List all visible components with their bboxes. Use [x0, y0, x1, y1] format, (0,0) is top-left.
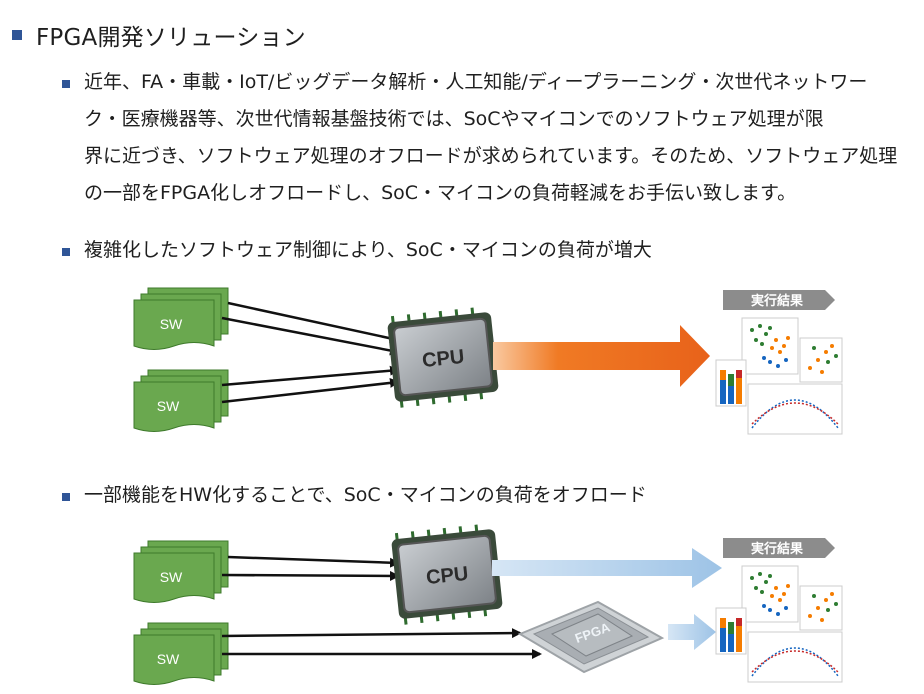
cpu-label-bottom: CPU — [425, 563, 469, 589]
problem-text: 複雑化したソフトウェア制御により、SoC・マイコンの負荷が増大 — [84, 239, 652, 261]
arrow-sw2b-to-cpu — [221, 377, 400, 404]
intro-line-3: 界に近づき、ソフトウェア処理のオフロードが求められています。そのため、ソフトウェ… — [84, 145, 898, 167]
intro-line-4: の一部をFPGA化しオフロードし、SoC・マイコンの負荷軽減をお手伝い致します。 — [84, 182, 797, 204]
output-arrow-orange — [493, 325, 710, 387]
bullet-marker-level1 — [12, 30, 22, 40]
bullet-marker-problem — [62, 248, 70, 256]
bullet-marker-intro — [62, 80, 70, 88]
intro-paragraph: 近年、FA・車載・IoT/ビッグデータ解析・人工知能/ディープラーニング・次世代… — [0, 64, 924, 214]
arrow-sw2a-to-cpu — [221, 365, 400, 387]
result-tab-top: 実行結果 — [723, 290, 835, 310]
result-label-top: 実行結果 — [751, 293, 803, 308]
sw-label-bottom-1: SW — [160, 569, 183, 585]
arrow-sw2a-to-fpga — [221, 628, 522, 639]
sw-label-bottom-2: SW — [157, 651, 180, 667]
intro-line-2: ク・医療機器等、次世代情報基盤技術では、SoCやマイコンでのソフトウェア処理が限 — [84, 108, 824, 130]
arrow-sw1b-to-cpu-bottom — [221, 570, 400, 581]
sw-doc-stack-bottom-2: SW — [133, 622, 229, 685]
cpu-chip-top: CPU — [387, 307, 499, 408]
fpga-chip: FPGA — [517, 600, 665, 674]
sw-doc-stack-top-2: SW — [133, 369, 229, 432]
solution-text: 一部機能をHW化することで、SoC・マイコンの負荷をオフロード — [84, 484, 647, 506]
arrow-sw1b-to-cpu — [221, 316, 400, 356]
result-charts-top — [715, 317, 843, 435]
sw-doc-stack-bottom-1: SW — [133, 540, 229, 603]
result-tab-bottom: 実行結果 — [723, 538, 835, 558]
intro-line-1: 近年、FA・車載・IoT/ビッグデータ解析・人工知能/ディープラーニング・次世代… — [84, 71, 868, 93]
result-charts-bottom — [715, 565, 843, 683]
sw-label-top-1: SW — [160, 316, 183, 332]
sw-doc-stack-top-1: SW — [133, 287, 229, 350]
bullet-marker-solution — [62, 493, 70, 501]
output-arrow-cpu-blue — [492, 548, 722, 588]
output-arrow-fpga-blue — [668, 614, 716, 650]
heading-fpga-solution: FPGA開発ソリューション — [36, 25, 306, 51]
result-label-bottom: 実行結果 — [751, 541, 803, 556]
cpu-label-top: CPU — [421, 346, 465, 372]
arrow-sw1a-to-cpu — [227, 301, 400, 344]
arrow-sw1a-to-cpu-bottom — [227, 555, 400, 568]
sw-label-top-2: SW — [157, 398, 180, 414]
cpu-chip-bottom: CPU — [391, 524, 503, 625]
